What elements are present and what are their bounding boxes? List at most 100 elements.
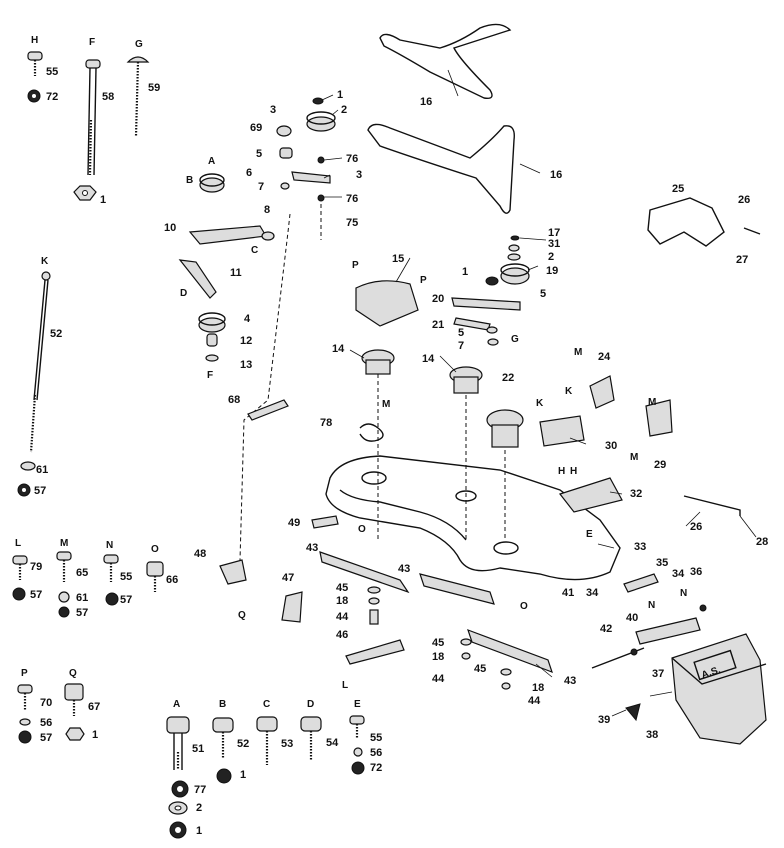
pin-40	[630, 648, 638, 656]
callout: 18	[336, 595, 348, 607]
letter-label: N	[680, 588, 687, 599]
spring-68	[247, 399, 289, 421]
callout: 38	[646, 729, 658, 741]
pulley-2-top	[306, 111, 336, 132]
callout: 66	[166, 574, 178, 586]
letter-label: N	[106, 540, 113, 551]
letter-label: D	[307, 699, 314, 710]
letter-label: H	[558, 466, 565, 477]
nut-1b	[485, 276, 499, 286]
nut-1-f	[73, 185, 97, 201]
letter-label: B	[186, 175, 193, 186]
callout: 16	[550, 169, 562, 181]
letter-label: K	[536, 398, 544, 409]
callout: 13	[240, 359, 252, 371]
bolt-a	[166, 716, 190, 770]
callout: 26	[738, 194, 750, 206]
callout: 3	[356, 169, 362, 181]
letter-label: K	[41, 256, 49, 267]
callout: 10	[164, 222, 176, 234]
callout: 5	[458, 327, 464, 339]
bracket-47	[281, 591, 303, 623]
bolt-n	[103, 554, 119, 606]
callout: 32	[630, 488, 642, 500]
callout: 45	[474, 663, 486, 675]
letter-label: P	[352, 260, 359, 271]
arm-3	[291, 171, 331, 184]
callout: 26	[690, 521, 702, 533]
blade-hardware-right	[500, 668, 512, 690]
pulley-6	[199, 173, 225, 193]
bracket-10	[188, 225, 267, 245]
guard-32	[558, 477, 623, 513]
callout: 28	[756, 536, 768, 548]
callout: 7	[458, 340, 464, 352]
callout: 79	[30, 561, 42, 573]
letter-label: P	[420, 275, 427, 286]
callout: 44	[528, 695, 541, 707]
callout: 69	[250, 122, 262, 134]
callout: 1	[100, 194, 106, 206]
letter-label: H	[570, 466, 577, 477]
letter-label: O	[151, 544, 159, 555]
callout: 56	[40, 717, 52, 729]
letter-label: K	[565, 386, 573, 397]
pulley-4	[198, 312, 226, 333]
callout: 11	[230, 267, 242, 279]
letter-label: Q	[238, 610, 246, 621]
belt-16-lower	[367, 123, 515, 214]
callout: 1	[92, 729, 98, 741]
callout: 2	[341, 104, 347, 116]
callout: 1	[196, 825, 202, 837]
letter-label: A	[208, 156, 215, 167]
callout: 12	[240, 335, 252, 347]
washer-17	[510, 235, 520, 241]
letter-label: F	[89, 37, 95, 48]
callout: 49	[288, 517, 300, 529]
callout: 57	[76, 607, 88, 619]
callout: 45	[336, 582, 348, 594]
bracket-34-35	[623, 573, 659, 593]
letter-label: C	[251, 245, 258, 256]
callout: 27	[736, 254, 748, 266]
blade-adapter-46	[345, 639, 405, 665]
leader-lines	[321, 69, 757, 717]
callout: 1	[462, 266, 468, 278]
letter-label: O	[358, 524, 366, 535]
callout: 4	[244, 313, 251, 325]
part-24	[589, 375, 615, 409]
washer-61-k	[20, 461, 36, 471]
bolt-h	[27, 51, 43, 76]
callout: 45	[432, 637, 444, 649]
callout: 40	[626, 612, 638, 624]
callout: 34	[672, 568, 685, 580]
bolt-q	[64, 683, 85, 741]
callout: 57	[120, 594, 132, 606]
belt-16-upper	[379, 23, 512, 100]
callout: 53	[281, 738, 293, 750]
callout: 47	[282, 572, 294, 584]
bolt-d	[300, 716, 322, 760]
letter-label: M	[648, 397, 656, 408]
spindle-14-center	[449, 366, 483, 394]
callout: 55	[120, 571, 132, 583]
nut-1-a	[169, 821, 187, 839]
callout: 43	[564, 675, 576, 687]
callout: 15	[392, 253, 404, 265]
callout: 16	[420, 96, 432, 108]
callout: 33	[634, 541, 646, 553]
callout: 1	[240, 769, 246, 781]
callout: 54	[326, 737, 339, 749]
callout: 41	[562, 587, 574, 599]
callout: 58	[102, 91, 114, 103]
callout: 59	[148, 82, 160, 94]
bracket-8	[261, 231, 275, 241]
callout: 5	[256, 148, 262, 160]
callout: 7	[258, 181, 264, 193]
callout: 57	[34, 485, 46, 497]
letter-label: E	[586, 529, 593, 540]
callout-numbers: 1 2 3 69 5 76 3 6 7 76 75 8 10 11 4 12 1…	[30, 66, 768, 837]
washer-2b	[507, 253, 521, 261]
callout: 65	[76, 567, 88, 579]
callout: 25	[672, 183, 684, 195]
